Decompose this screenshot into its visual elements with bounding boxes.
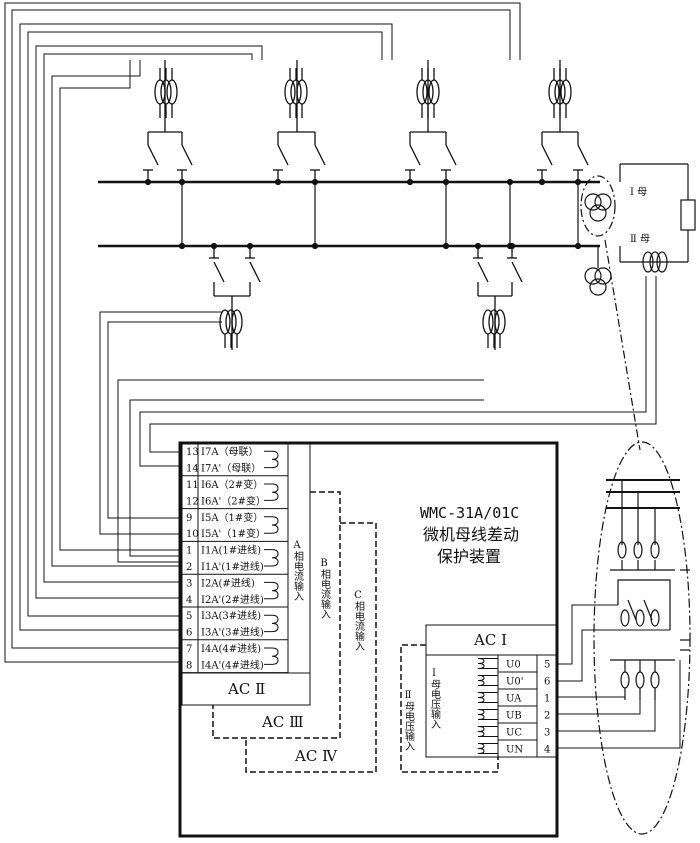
ct-secondary-wiring xyxy=(4,2,657,663)
ac1-terminal-block: AC Ⅰ U0 5U0' 6UA 1UB 2UC 3UN 4 Ⅰ母电压输入 xyxy=(425,624,558,758)
pt-detail-zoom xyxy=(593,441,691,835)
current-terminal-number: 2 xyxy=(186,562,192,573)
device-model: WMC-31A/01C xyxy=(420,504,519,522)
voltage-terminal-number: 3 xyxy=(544,728,550,739)
voltage-terminal-number: 6 xyxy=(544,677,550,688)
current-terminal-number: 1 xyxy=(186,546,192,557)
ct-input-coil-icon xyxy=(264,450,279,469)
current-terminal-number: 8 xyxy=(186,660,192,671)
ct-input-coil-icon xyxy=(264,483,279,501)
current-terminal-label: I4A(4#进线) xyxy=(201,642,261,655)
current-terminal-label: I3A'(3#进线) xyxy=(201,626,264,639)
current-terminal-number: 10 xyxy=(186,529,199,540)
ac4-terminal-block: C相电流输入 AC Ⅳ xyxy=(245,522,377,773)
ct-input-coil-icon xyxy=(264,581,279,600)
pt-input-coil-icon xyxy=(477,675,498,686)
current-terminal-label: I6A（2#变） xyxy=(201,478,263,491)
bus-tie-links xyxy=(144,178,582,250)
device-name-line1: 微机母线差动 xyxy=(423,525,519,544)
voltage-wiring xyxy=(557,604,681,749)
ct-input-coil-icon xyxy=(264,614,279,633)
current-terminal-number: 7 xyxy=(186,644,192,655)
bus1-voltage-label: Ⅰ母电压输入 xyxy=(429,668,441,729)
current-terminal-number: 5 xyxy=(186,611,192,622)
feeder-bay-2 xyxy=(273,60,326,182)
voltage-terminal-label: UN xyxy=(506,745,523,756)
current-terminal-label: I1A(1#进线) xyxy=(201,544,261,557)
bus-2-label: Ⅱ 母 xyxy=(630,233,650,245)
bus2-voltage-label: Ⅱ母电压输入 xyxy=(403,690,415,751)
phase-a-label: A相电流输入 xyxy=(292,540,304,601)
current-terminal-number: 14 xyxy=(186,464,199,475)
voltage-terminal-number: 2 xyxy=(544,711,550,722)
pt-input-coil-icon xyxy=(477,709,498,720)
current-terminal-number: 9 xyxy=(186,513,192,524)
current-terminal-number: 13 xyxy=(186,447,199,458)
voltage-terminal-label: UC xyxy=(506,728,522,739)
ac3-label: AC Ⅲ xyxy=(261,713,304,731)
current-terminal-label: I5A'（1#变） xyxy=(201,527,266,540)
ac2-label: AC Ⅱ xyxy=(227,680,265,698)
current-terminal-label: I6A'（2#变） xyxy=(201,494,266,507)
feeder-bay-1 xyxy=(143,60,193,182)
current-terminal-label: I7A（母联） xyxy=(201,446,259,458)
pt-input-coil-icon xyxy=(477,726,498,737)
bus-1-label: Ⅰ 母 xyxy=(630,186,647,198)
bus2-voltage-block: Ⅱ母电压输入 xyxy=(400,644,499,773)
ct-input-coil-icon xyxy=(264,647,279,665)
voltage-transformers xyxy=(580,163,696,296)
current-terminal-number: 12 xyxy=(186,496,199,507)
feeder-bay-4 xyxy=(537,60,589,182)
ct-input-coil-icon xyxy=(264,549,279,567)
current-terminal-number: 6 xyxy=(186,628,192,639)
voltage-terminal-label: UB xyxy=(506,711,522,722)
current-terminal-label: I1A'(1#进线) xyxy=(201,560,264,573)
pt-detail-pointer xyxy=(604,239,641,451)
phase-b-label: B相电流输入 xyxy=(319,558,331,619)
current-terminal-label: I2A(#进线) xyxy=(201,576,255,589)
feeder-bay-3 xyxy=(405,60,457,182)
voltage-terminal-label: UA xyxy=(506,694,522,705)
pt-input-coil-icon xyxy=(477,692,498,703)
voltage-terminal-number: 1 xyxy=(544,694,550,705)
pt-input-coil-icon xyxy=(477,658,498,669)
pt-input-coil-icon xyxy=(477,743,498,754)
voltage-terminal-number: 4 xyxy=(544,745,550,756)
current-terminal-label: I2A'(2#进线) xyxy=(201,593,264,606)
current-terminal-number: 3 xyxy=(186,578,192,589)
current-terminal-label: I3A(3#进线) xyxy=(201,609,261,622)
current-terminal-number: 4 xyxy=(186,595,192,606)
transformer-bay-2 xyxy=(473,246,523,350)
transformer-bays-bottom xyxy=(209,246,523,350)
ac1-label: AC Ⅰ xyxy=(473,631,507,649)
current-terminal-label: I7A'（母联） xyxy=(201,463,261,475)
transformer-bay-1 xyxy=(209,246,261,350)
phase-c-label: C相电流输入 xyxy=(353,590,365,651)
ac3-terminal-block: B相电流输入 AC Ⅲ xyxy=(212,491,341,739)
feeder-bays-top xyxy=(143,60,589,182)
ct-input-coil-icon xyxy=(264,516,279,534)
ac4-label: AC Ⅳ xyxy=(294,747,338,765)
current-terminal-label: I5A（1#变） xyxy=(201,511,263,524)
current-terminal-number: 11 xyxy=(186,480,199,491)
device-name-line2: 保护装置 xyxy=(437,547,501,566)
voltage-terminal-label: U0 xyxy=(506,660,521,671)
voltage-terminal-label: U0' xyxy=(506,677,524,688)
current-terminal-label: I4A'(4#进线) xyxy=(201,658,264,671)
voltage-terminal-number: 5 xyxy=(544,660,550,671)
